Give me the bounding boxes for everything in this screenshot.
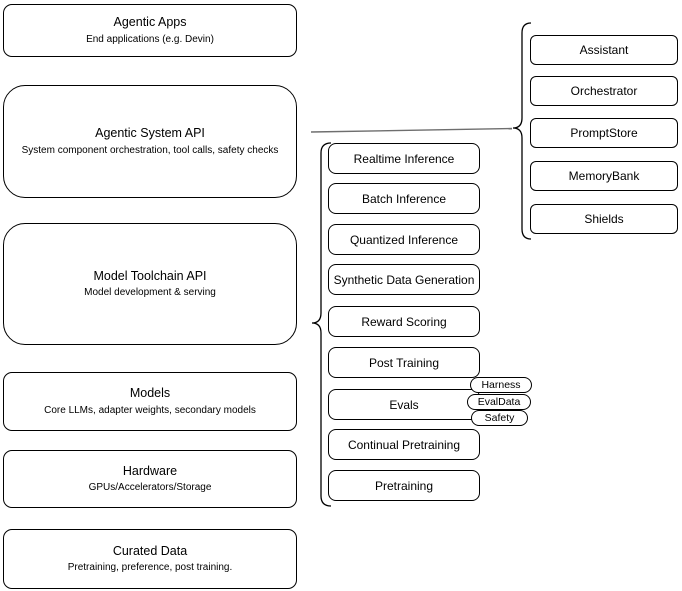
node-memorybank: MemoryBank — [530, 161, 678, 191]
node-hardware: Hardware GPUs/Accelerators/Storage — [3, 450, 297, 508]
node-label: Quantized Inference — [349, 232, 459, 247]
node-title: Hardware — [122, 463, 178, 478]
node-label: Synthetic Data Generation — [333, 272, 475, 287]
node-continual-pretraining: Continual Pretraining — [328, 429, 480, 460]
tag-harness: Harness — [470, 377, 532, 393]
node-title: Agentic System API — [95, 126, 205, 141]
node-agentic-system-api: Agentic System API System component orch… — [3, 85, 297, 198]
node-subtitle: End applications (e.g. Devin) — [86, 33, 214, 45]
tag-label: EvalData — [477, 396, 521, 408]
node-shields: Shields — [530, 204, 678, 234]
node-label: Reward Scoring — [361, 314, 447, 329]
tag-label: Harness — [481, 379, 521, 391]
node-label: Assistant — [579, 43, 629, 57]
node-label: Orchestrator — [570, 84, 638, 98]
node-label: PromptStore — [570, 126, 638, 140]
tag-evaldata: EvalData — [467, 394, 531, 410]
node-label: MemoryBank — [568, 169, 640, 183]
components-bracket — [512, 22, 532, 240]
tag-safety: Safety — [471, 410, 528, 426]
node-curated-data: Curated Data Pretraining, preference, po… — [3, 529, 297, 589]
node-realtime-inference: Realtime Inference — [328, 143, 480, 174]
node-label: Pretraining — [374, 478, 434, 493]
node-subtitle: System component orchestration, tool cal… — [21, 144, 279, 156]
node-label: Evals — [389, 397, 419, 412]
node-subtitle: Core LLMs, adapter weights, secondary mo… — [44, 404, 256, 416]
tag-label: Safety — [484, 412, 515, 424]
node-reward-scoring: Reward Scoring — [328, 306, 480, 337]
node-promptstore: PromptStore — [530, 118, 678, 148]
node-label: Shields — [584, 212, 624, 226]
node-title: Curated Data — [112, 543, 188, 558]
node-title: Models — [129, 386, 171, 401]
node-agentic-apps: Agentic Apps End applications (e.g. Devi… — [3, 4, 297, 57]
node-assistant: Assistant — [530, 35, 678, 65]
node-quantized-inference: Quantized Inference — [328, 224, 480, 255]
node-model-toolchain-api: Model Toolchain API Model development & … — [3, 223, 297, 345]
node-subtitle: GPUs/Accelerators/Storage — [88, 482, 212, 494]
node-label: Continual Pretraining — [347, 437, 461, 452]
node-orchestrator: Orchestrator — [530, 76, 678, 106]
node-subtitle: Pretraining, preference, post training. — [67, 562, 233, 574]
node-evals: Evals — [328, 389, 480, 420]
node-label: Post Training — [368, 355, 440, 370]
node-label: Realtime Inference — [353, 151, 455, 166]
node-post-training: Post Training — [328, 347, 480, 378]
node-subtitle: Model development & serving — [84, 287, 216, 299]
node-title: Agentic Apps — [113, 15, 187, 30]
system-api-connector-line — [310, 127, 513, 133]
node-models: Models Core LLMs, adapter weights, secon… — [3, 372, 297, 431]
node-pretraining: Pretraining — [328, 470, 480, 501]
node-batch-inference: Batch Inference — [328, 183, 480, 214]
node-synthetic-data-generation: Synthetic Data Generation — [328, 264, 480, 295]
node-label: Batch Inference — [361, 191, 447, 206]
node-title: Model Toolchain API — [93, 268, 207, 283]
